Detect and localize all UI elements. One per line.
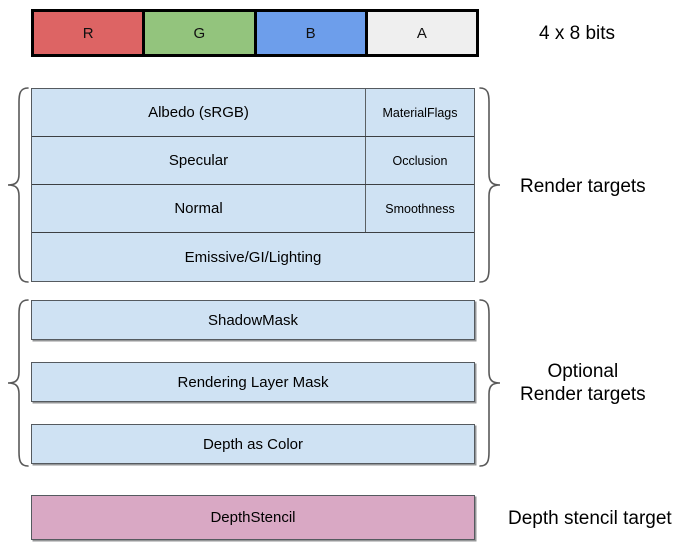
render-targets-grid: Albedo (sRGB) MaterialFlags Specular Occ…: [31, 88, 475, 282]
channel-cell-b: B: [256, 12, 368, 54]
depth-stencil-group-label: Depth stencil target: [508, 508, 672, 529]
render-target-row-full: Emissive/GI/Lighting: [32, 233, 474, 281]
brace-right-optional-render-targets: [478, 298, 502, 468]
brace-right-render-targets: [478, 86, 502, 284]
render-target-main-label: Normal: [174, 200, 223, 217]
channel-cell-g: G: [145, 12, 257, 54]
render-target-full-label: Emissive/GI/Lighting: [184, 248, 322, 266]
channel-label-r: R: [82, 24, 94, 42]
channel-cell-a: A: [367, 12, 476, 54]
channel-label-b: B: [305, 24, 316, 42]
render-target-row: Specular Occlusion: [32, 137, 474, 185]
optional-render-targets-group-label: Optional Render targets: [520, 361, 646, 406]
render-target-main-label: Albedo (sRGB): [148, 104, 249, 121]
depth-stencil-box: DepthStencil: [31, 495, 475, 540]
channel-label-a: A: [416, 24, 427, 42]
render-target-row: Albedo (sRGB) MaterialFlags: [32, 89, 474, 137]
render-target-alpha-cell: Smoothness: [366, 185, 474, 232]
render-target-alpha-label: Occlusion: [392, 153, 448, 168]
brace-left-render-targets: [6, 86, 30, 284]
optional-render-target-box: ShadowMask: [31, 300, 475, 340]
render-target-alpha-cell: Occlusion: [366, 137, 474, 184]
render-target-alpha-label: Smoothness: [385, 201, 455, 216]
render-target-row: Normal Smoothness: [32, 185, 474, 233]
optional-render-target-label: Rendering Layer Mask: [177, 373, 329, 391]
render-targets-group-label: Render targets: [520, 176, 646, 197]
render-target-main-cell: Specular: [32, 137, 366, 184]
channel-bar: R G B A: [31, 9, 479, 57]
optional-render-target-box: Depth as Color: [31, 424, 475, 464]
optional-render-target-label: ShadowMask: [207, 311, 299, 329]
brace-left-optional-render-targets: [6, 298, 30, 468]
render-target-main-cell: Normal: [32, 185, 366, 232]
optional-render-target-box: Rendering Layer Mask: [31, 362, 475, 402]
bits-label: 4 x 8 bits: [539, 23, 616, 44]
channel-label-g: G: [193, 24, 206, 42]
render-target-alpha-cell: MaterialFlags: [366, 89, 474, 136]
depth-stencil-label: DepthStencil: [210, 509, 296, 526]
optional-render-target-label: Depth as Color: [202, 435, 304, 453]
channel-cell-r: R: [34, 12, 146, 54]
render-target-main-cell: Albedo (sRGB): [32, 89, 366, 136]
render-target-alpha-label: MaterialFlags: [382, 105, 458, 120]
render-target-full-cell: Emissive/GI/Lighting: [32, 233, 474, 281]
render-target-main-label: Specular: [168, 152, 229, 169]
